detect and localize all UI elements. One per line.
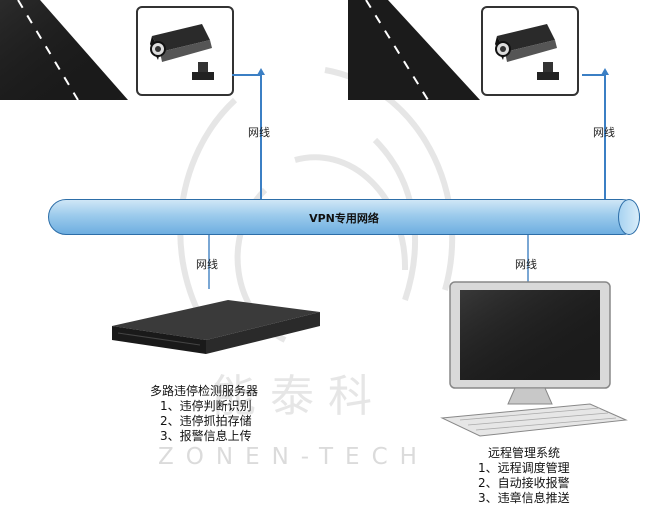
server-graphic: [112, 300, 320, 354]
link-label-cam-right: 网线: [593, 126, 615, 139]
link-line-monitor: [527, 235, 529, 289]
remote-feature: 2、自动接收报警: [478, 476, 570, 490]
link-label-cam-left: 网线: [248, 126, 270, 139]
remote-feature: 3、违章信息推送: [478, 491, 570, 505]
remote-caption: 远程管理系统 1、远程调度管理 2、自动接收报警 3、违章信息推送: [478, 446, 570, 506]
link-line-server: [208, 235, 210, 289]
camera-icon: [495, 24, 559, 80]
arrow-up-icon: [257, 68, 265, 75]
camera-box-right: [481, 6, 579, 96]
server-title: 多路违停检测服务器: [150, 384, 259, 398]
link-line-cam-left-h: [232, 74, 262, 76]
watermark-latin: ZONEN-TECH: [158, 444, 429, 470]
link-label-monitor: 网线: [515, 258, 537, 271]
watermark-chinese: 能泰科: [212, 371, 386, 422]
server-feature: 1、违停判断识别: [160, 399, 252, 413]
remote-title: 远程管理系统: [488, 446, 561, 460]
vpn-pipe: VPN专用网络: [48, 199, 640, 235]
link-line-cam-right: [604, 74, 606, 200]
camera-icon: [150, 24, 214, 80]
server-feature: 2、违停抓拍存储: [160, 414, 252, 428]
link-line-cam-right-h: [582, 74, 606, 76]
server-feature: 3、报警信息上传: [160, 429, 252, 443]
link-label-server: 网线: [196, 258, 218, 271]
arrow-up-icon: [601, 68, 609, 75]
monitor-graphic: [440, 281, 628, 437]
road-right-graphic: [348, 0, 480, 100]
pipe-label: VPN专用网络: [309, 212, 379, 225]
server-caption: 多路违停检测服务器 1、违停判断识别 2、违停抓拍存储 3、报警信息上传: [150, 384, 258, 444]
road-left-graphic: [0, 0, 128, 100]
remote-feature: 1、远程调度管理: [478, 461, 570, 475]
camera-box-left: [136, 6, 234, 96]
link-line-cam-left: [260, 74, 262, 200]
pipe-end-cap: [618, 199, 640, 235]
